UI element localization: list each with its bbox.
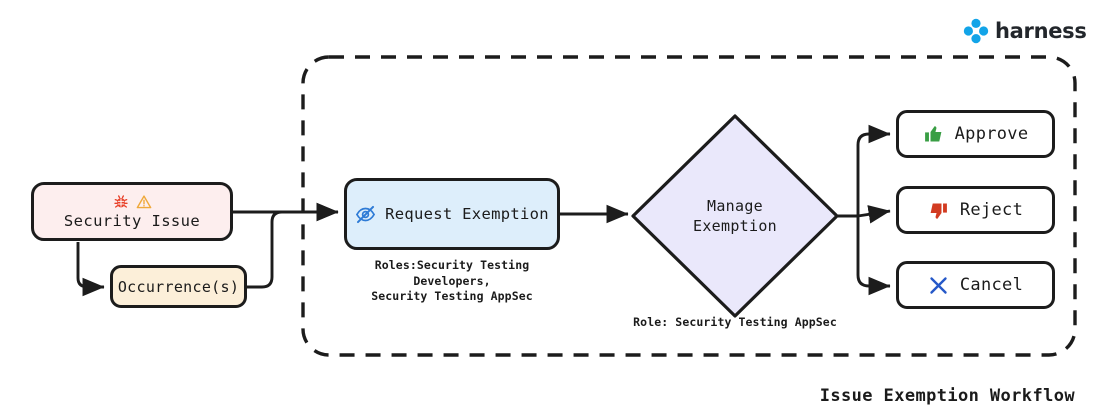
node-reject[interactable]: Reject (896, 186, 1055, 234)
eye-off-icon (356, 205, 376, 223)
thumbs-down-icon (930, 203, 947, 219)
node-manage-exemption[interactable]: Manage Exemption (630, 113, 840, 319)
harness-logo-icon (963, 18, 989, 44)
close-x-icon (930, 276, 947, 294)
security-issue-icons (113, 193, 152, 211)
edge-manage-to-reject (857, 205, 891, 224)
brand-name: harness (995, 19, 1087, 43)
manage-exemption-caption: Role: Security Testing AppSec (633, 315, 837, 329)
bug-icon (113, 195, 128, 208)
edge-occurrences-to-request (247, 202, 339, 289)
brand-logo: harness (963, 18, 1087, 44)
node-cancel[interactable]: Cancel (896, 261, 1055, 309)
manage-exemption-diamond[interactable] (631, 114, 839, 318)
reject-label: Reject (959, 200, 1024, 220)
node-approve[interactable]: Approve (896, 110, 1055, 158)
request-caption-line-2: Security Testing AppSec (371, 289, 533, 304)
approve-label: Approve (954, 124, 1029, 144)
edge-security-to-occurrences (76, 242, 105, 297)
thumbs-up-icon (924, 125, 941, 141)
node-request-exemption[interactable]: Request Exemption (344, 178, 560, 250)
security-issue-label: Security Issue (63, 212, 201, 230)
manage-label-line-1: Manage (707, 196, 763, 215)
request-exemption-caption: Roles:Security Testing Developers, Secur… (336, 258, 568, 305)
node-occurrences[interactable]: Occurrence(s) (110, 265, 247, 308)
warning-triangle-icon (136, 195, 151, 209)
edge-manage-to-approve (856, 124, 891, 216)
diagram-title: Issue Exemption Workflow (819, 386, 1075, 406)
manage-label-line-2: Exemption (693, 217, 777, 235)
manage-exemption-label: Manage Exemption (630, 113, 840, 319)
request-caption-line-1: Roles:Security Testing Developers, (374, 258, 530, 288)
cancel-label: Cancel (959, 275, 1024, 295)
workflow-boundary (301, 55, 1077, 357)
node-security-issue[interactable]: Security Issue (31, 182, 233, 241)
request-exemption-label: Request Exemption (385, 205, 549, 223)
edge-manage-to-cancel (856, 216, 891, 296)
occurrences-label: Occurrence(s) (117, 277, 240, 296)
